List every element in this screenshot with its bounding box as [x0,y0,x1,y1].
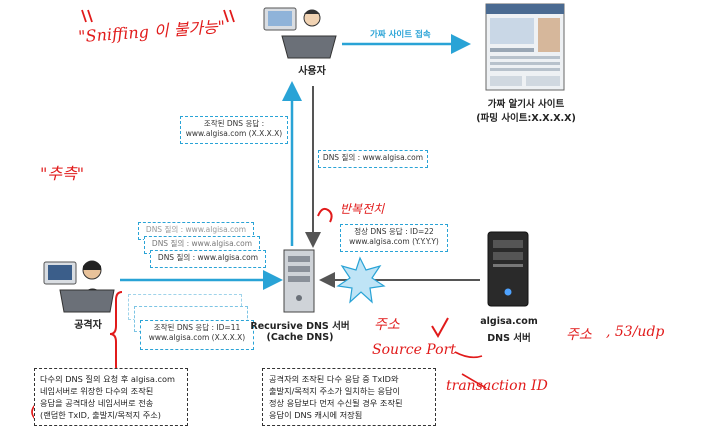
quote-mark-left-icon [81,9,93,23]
annotation-port: , 53/udp [606,324,665,340]
dns-query-top-box: DNS 질의 : www.algisa.com [318,150,428,168]
annotation-repeat: 반복전치 [340,202,385,216]
recursive-server-line1: Recursive DNS 서버 [250,321,350,332]
attacker-label: 공격자 [74,320,102,331]
annotation-addr-left: 주소 [374,317,400,333]
note-left-line4: (랜덤한 TxID, 출발지/목적지 주소) [40,410,161,420]
recursive-dns-server-icon [283,249,315,313]
attacker-reply-line1: 조작된 DNS 응답 : ID=11 [153,323,241,332]
attacker-query-text-3: DNS 질의 : www.algisa.com [157,253,259,262]
user-person-icon [263,7,337,59]
repeat-hook-mark [317,207,333,223]
fake-site-title: 가짜 알기사 사이트 [487,99,565,110]
attacker-query-text-1: DNS 질의 : www.algisa.com [145,225,247,234]
annotation-transaction-id: transaction ID [446,378,548,394]
legit-reply-box: 정상 DNS 응답 : ID=22 www.algisa.com (Y.Y.Y.… [340,224,448,252]
dns-query-top-text: DNS 질의 : www.algisa.com [322,153,424,162]
note-center-line1: 공격자의 조작된 다수 응답 중 TxID와 [269,374,399,384]
annotation-addr-right: 주소 [566,327,592,343]
annotation-source-port: Source Port [372,342,456,358]
note-center-line3: 정상 응답보다 먼저 수신될 경우 조작된 [269,398,403,408]
note-left-line1: 다수의 DNS 질의 요청 후 algisa.com [40,374,176,384]
txid-connector [461,373,487,389]
auth-dns-server-icon [487,231,529,307]
auth-server-line1: algisa.com [480,316,538,327]
forged-reply-top-line1: 조작된 DNS 응답 : [203,119,265,128]
note-center-line2: 출발지/목적지 주소가 일치하는 응답이 [269,386,401,396]
note-left-line2: 네임서버로 위장한 다수의 조작된 [40,386,154,396]
note-center: 공격자의 조작된 다수 응답 중 TxID와 출발지/목적지 주소가 일치하는 … [262,368,436,426]
forged-reply-top-line2: www.algisa.com (X.X.X.X) [185,129,283,138]
attacker-query-box-3: DNS 질의 : www.algisa.com [150,250,266,268]
collision-star-icon [336,256,386,304]
attacker-reply-box: 조작된 DNS 응답 : ID=11 www.algisa.com (X.X.X… [140,320,254,350]
annotation-guess: "추측" [40,164,85,183]
forged-reply-top-box: 조작된 DNS 응답 : www.algisa.com (X.X.X.X) [180,116,288,144]
source-port-connector [454,351,483,359]
note-left: 다수의 DNS 질의 요청 후 algisa.com 네임서버로 위장한 다수의… [34,368,188,426]
attacker-reply-line2: www.algisa.com (X.X.X.X) [148,333,246,342]
note-left-line3: 응답을 공격대상 네임서버로 전송 [40,398,154,408]
legit-reply-line2: www.algisa.com (Y.Y.Y.Y) [349,237,439,246]
fake-access-label: 가짜 사이트 접속 [370,30,431,40]
legit-reply-line1: 정상 DNS 응답 : ID=22 [354,227,434,236]
user-label: 사용자 [298,66,326,77]
note-center-line4: 응답이 DNS 캐시에 저장됨 [269,410,363,420]
attacker-query-text-2: DNS 질의 : www.algisa.com [151,239,253,248]
fake-site-subtitle: (파밍 사이트:X.X.X.X) [476,113,576,124]
quote-mark-right-icon [223,9,235,23]
attacker-person-icon [43,260,115,313]
fake-site-thumbnail-icon [485,3,565,91]
auth-server-line2: DNS 서버 [487,333,531,344]
recursive-server-line2: (Cache DNS) [266,332,334,343]
check-mark-icon [431,317,449,338]
